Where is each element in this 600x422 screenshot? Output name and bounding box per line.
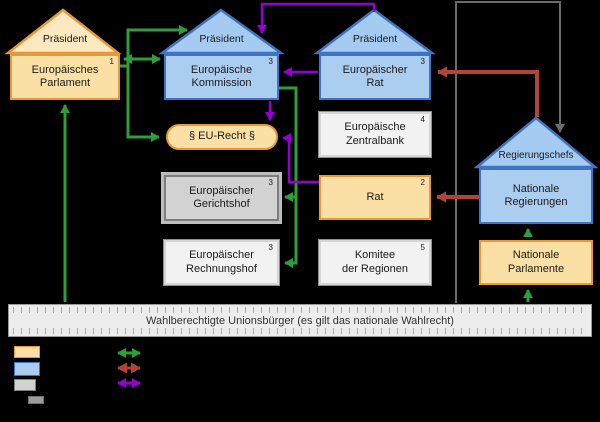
box-label: Europäische xyxy=(190,63,253,76)
legend-swatch-gray xyxy=(14,379,36,391)
box-komitee-der-regionen: Komitee der Regionen 5 xyxy=(318,239,432,286)
arrow-commission-to-rechnungshof xyxy=(279,86,298,268)
box-europaeischer-rat: Europäischer Rat 3 xyxy=(319,54,431,100)
box-label: Kommission xyxy=(191,77,252,89)
arrow-rat-to-eu-recht xyxy=(282,133,319,184)
footnote-number: 3 xyxy=(268,178,273,187)
box-label: Nationale xyxy=(512,249,560,262)
box-label: der Regionen xyxy=(341,262,409,275)
legend-swatch-orange xyxy=(14,346,40,358)
box-nationale-parlamente: Nationale Parlamente xyxy=(479,240,593,285)
box-europaeisches-parlament: Europäisches Parlament 1 xyxy=(10,54,120,100)
roof-label-europaeischer-rat-praesident: Präsident xyxy=(352,33,398,45)
box-label: Europäische xyxy=(344,121,406,134)
box-label: Parlamente xyxy=(507,262,565,275)
legend-swatch-blue xyxy=(14,362,40,376)
box-label: Rechnungshof xyxy=(186,262,257,275)
box-label: Europäisches xyxy=(31,63,99,76)
box-rat: Rat 2 xyxy=(319,175,431,220)
arrow-regierungschefs-to-european-council xyxy=(437,66,539,117)
roof-label-kommission-praesident: Präsident xyxy=(199,33,244,45)
arrow-european-council-proposes-commission-president xyxy=(257,2,376,34)
roof-label-parlament-praesident: Präsident xyxy=(42,33,88,45)
box-label: Rat xyxy=(366,190,384,203)
box-label: Regierungen xyxy=(504,196,568,208)
footnote-number: 2 xyxy=(420,178,425,187)
footnote-number: 3 xyxy=(268,243,273,252)
box-europaeischer-gerichtshof: Europäischer Gerichtshof 3 xyxy=(164,175,279,221)
footnote-number: 3 xyxy=(420,57,425,66)
box-label: Europäischer xyxy=(189,184,254,197)
box-label: Nationale xyxy=(512,182,560,195)
arrow-parliament-makes-eu-law xyxy=(126,66,160,142)
box-label: Rat xyxy=(366,77,384,89)
box-europaeische-zentralbank: Europäische Zentralbank 4 xyxy=(318,111,432,158)
box-label: Europäischer xyxy=(342,63,408,76)
box-label: Zentralbank xyxy=(345,134,405,147)
box-nationale-regierungen: Nationale Regierungen xyxy=(479,168,593,224)
footnote-number: 1 xyxy=(109,57,114,66)
box-label: Europäischer xyxy=(189,249,254,262)
legend-swatch-dark-gray xyxy=(28,396,44,404)
box-label: Parlament xyxy=(39,77,91,89)
roof-label-regierungschefs: Regierungschefs xyxy=(498,150,574,161)
box-europaeische-kommission: Europäische Kommission 3 xyxy=(164,54,279,100)
box-label: Gerichtshof xyxy=(193,198,250,210)
box-eu-recht: § EU-Recht § xyxy=(166,124,278,150)
box-label: Komitee xyxy=(354,249,396,262)
footnote-number: 4 xyxy=(420,115,425,124)
box-europaeischer-rechnungshof: Europäischer Rechnungshof 3 xyxy=(163,239,280,286)
box-label: § EU-Recht § xyxy=(188,130,256,143)
roof-europaeischer-rat xyxy=(313,8,436,55)
footnote-number: 3 xyxy=(268,57,273,66)
citizens-bar-label: Wahlberechtigte Unionsbürger (es gilt da… xyxy=(146,314,454,327)
footnote-number: 5 xyxy=(420,243,425,252)
citizens-bar: Wahlberechtigte Unionsbürger (es gilt da… xyxy=(8,304,592,337)
roof-kommission xyxy=(158,8,285,55)
roof-parlament xyxy=(4,8,122,55)
